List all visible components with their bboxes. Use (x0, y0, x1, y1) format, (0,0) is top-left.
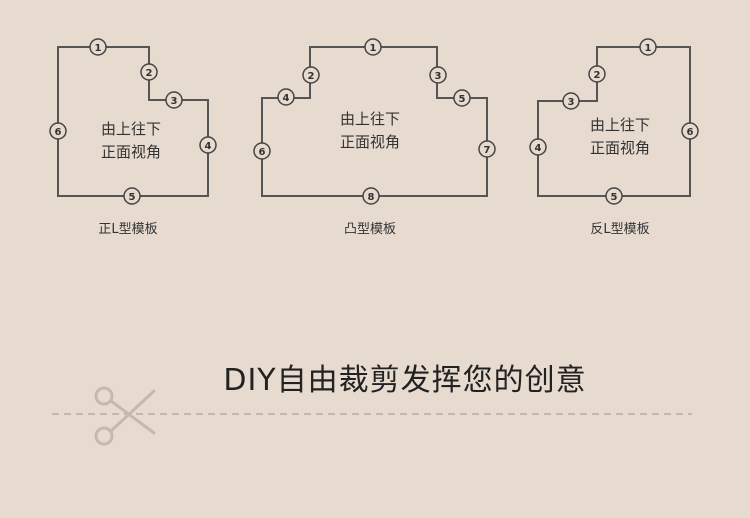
slogan-text: DIY自由裁剪发挥您的创意 (223, 363, 586, 398)
svg-text:6: 6 (259, 147, 266, 158)
l-view-text-line1: 由上往下 (101, 120, 161, 138)
l-shape-outline (57, 46, 209, 197)
convex-marker-6: 6 (253, 142, 271, 160)
scissors-icon (94, 386, 156, 446)
convex-marker-3: 3 (429, 66, 447, 84)
svg-text:8: 8 (368, 192, 375, 203)
l-marker-6: 6 (49, 122, 67, 140)
svg-text:5: 5 (129, 192, 136, 203)
convex-marker-7: 7 (478, 140, 496, 158)
template-reverse-l-shape: 由上往下 正面视角 反L型模板 1 2 3 4 5 6 (529, 38, 699, 237)
template-l-shape: 由上往下 正面视角 正L型模板 1 2 3 4 5 6 (49, 38, 217, 237)
svg-text:2: 2 (308, 71, 315, 82)
svg-text:7: 7 (484, 145, 491, 156)
svg-text:5: 5 (459, 94, 466, 105)
convex-view-text-line2: 正面视角 (340, 133, 400, 151)
convex-marker-4: 4 (277, 88, 295, 106)
l-marker-1: 1 (89, 38, 107, 56)
reverse-l-marker-5: 5 (605, 187, 623, 205)
svg-text:3: 3 (435, 71, 442, 82)
svg-text:4: 4 (205, 141, 212, 152)
reverse-l-shape-outline (537, 46, 691, 197)
reverse-l-marker-1: 1 (639, 38, 657, 56)
l-marker-3: 3 (165, 91, 183, 109)
svg-text:3: 3 (568, 97, 575, 108)
svg-text:2: 2 (594, 70, 601, 81)
svg-text:5: 5 (611, 192, 618, 203)
svg-text:1: 1 (645, 43, 652, 54)
l-marker-4: 4 (199, 136, 217, 154)
svg-text:4: 4 (535, 143, 542, 154)
svg-text:6: 6 (55, 127, 62, 138)
reverse-l-view-text-line1: 由上往下 (590, 116, 650, 134)
svg-text:4: 4 (283, 93, 290, 104)
svg-text:6: 6 (687, 127, 694, 138)
reverse-l-marker-6: 6 (681, 122, 699, 140)
l-marker-5: 5 (123, 187, 141, 205)
convex-marker-5: 5 (453, 89, 471, 107)
l-template-label: 正L型模板 (98, 222, 157, 237)
l-view-text-line2: 正面视角 (101, 143, 161, 161)
convex-view-text-line1: 由上往下 (340, 110, 400, 128)
convex-template-label: 凸型模板 (344, 222, 396, 237)
reverse-l-marker-4: 4 (529, 138, 547, 156)
convex-marker-1: 1 (364, 38, 382, 56)
svg-text:1: 1 (95, 43, 102, 54)
reverse-l-marker-2: 2 (588, 65, 606, 83)
convex-marker-2: 2 (302, 66, 320, 84)
svg-text:2: 2 (146, 68, 153, 79)
template-convex-shape: 由上往下 正面视角 凸型模板 1 2 3 4 5 6 7 8 (253, 38, 496, 237)
reverse-l-view-text-line2: 正面视角 (590, 139, 650, 157)
svg-text:3: 3 (171, 96, 178, 107)
reverse-l-template-label: 反L型模板 (590, 222, 649, 237)
convex-marker-8: 8 (362, 187, 380, 205)
l-marker-2: 2 (140, 63, 158, 81)
svg-text:1: 1 (370, 43, 377, 54)
reverse-l-marker-3: 3 (562, 92, 580, 110)
